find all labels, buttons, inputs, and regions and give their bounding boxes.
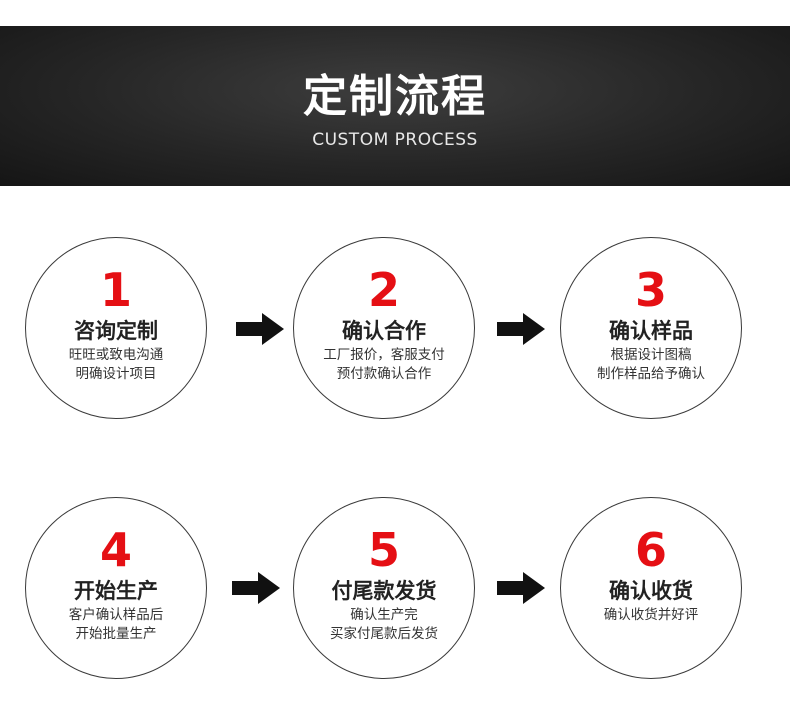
arrow-right-icon bbox=[497, 313, 545, 345]
step-2-circle: 2 确认合作 工厂报价，客服支付 预付款确认合作 bbox=[293, 237, 475, 419]
step-number: 4 bbox=[99, 523, 132, 577]
step-description-line1: 确认收货并好评 bbox=[603, 607, 699, 623]
step-description-line2: 预付款确认合作 bbox=[336, 366, 432, 382]
step-number: 1 bbox=[99, 263, 132, 317]
step-description-line2: 买家付尾款后发货 bbox=[330, 626, 438, 642]
step-5-circle: 5 付尾款发货 确认生产完 买家付尾款后发货 bbox=[293, 497, 475, 679]
header-banner bbox=[0, 26, 790, 186]
step-1-circle: 1 咨询定制 旺旺或致电沟通 明确设计项目 bbox=[25, 237, 207, 419]
step-6-circle: 6 确认收货 确认收货并好评 bbox=[560, 497, 742, 679]
step-title: 付尾款发货 bbox=[331, 579, 437, 603]
step-title: 确认合作 bbox=[342, 319, 426, 343]
step-title: 开始生产 bbox=[74, 579, 158, 603]
step-title: 咨询定制 bbox=[74, 319, 158, 343]
step-description-line2: 开始批量生产 bbox=[75, 626, 157, 642]
step-title: 确认收货 bbox=[609, 579, 693, 603]
page-subtitle: CUSTOM PROCESS bbox=[312, 130, 478, 150]
arrow-right-icon bbox=[236, 313, 284, 345]
step-number: 6 bbox=[634, 523, 667, 577]
step-description-line1: 客户确认样品后 bbox=[68, 607, 164, 623]
page-title: 定制流程 bbox=[303, 71, 487, 122]
step-description-line1: 旺旺或致电沟通 bbox=[68, 347, 164, 363]
step-number: 3 bbox=[634, 263, 667, 317]
step-description-line1: 确认生产完 bbox=[350, 607, 418, 623]
step-description-line2: 明确设计项目 bbox=[75, 366, 157, 382]
step-description-line2: 制作样品给予确认 bbox=[597, 366, 705, 382]
step-3-circle: 3 确认样品 根据设计图稿 制作样品给予确认 bbox=[560, 237, 742, 419]
arrow-right-icon bbox=[232, 572, 280, 604]
step-description-line1: 工厂报价，客服支付 bbox=[323, 347, 445, 363]
step-4-circle: 4 开始生产 客户确认样品后 开始批量生产 bbox=[25, 497, 207, 679]
step-number: 5 bbox=[367, 523, 400, 577]
step-number: 2 bbox=[367, 263, 400, 317]
step-description-line1: 根据设计图稿 bbox=[610, 347, 692, 363]
step-title: 确认样品 bbox=[609, 319, 693, 343]
arrow-right-icon bbox=[497, 572, 545, 604]
